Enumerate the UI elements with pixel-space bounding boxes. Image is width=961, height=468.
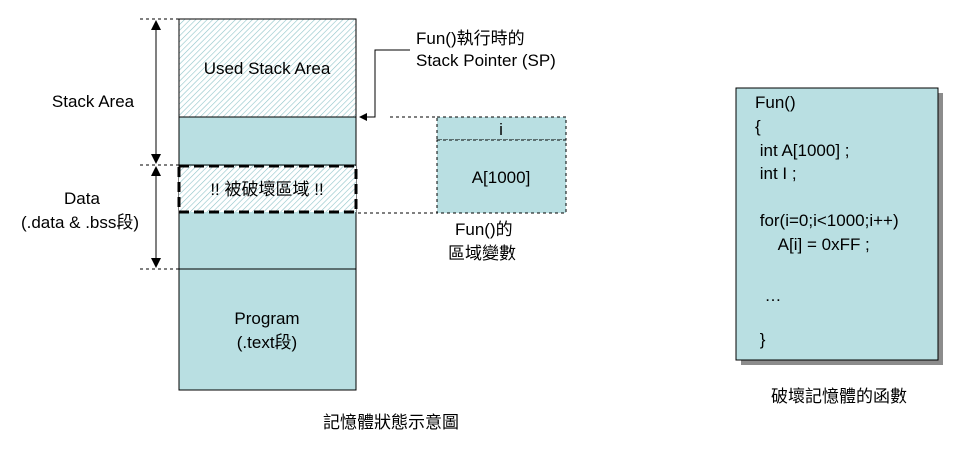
code-line: } [755,330,766,349]
sp-label-line2: Stack Pointer (SP) [416,51,556,70]
code-line: for(i=0;i<1000;i++) [755,211,899,230]
memory-diagram-caption: 記憶體狀態示意圖 [323,413,459,432]
data-label: Data [64,189,100,208]
destroyed-region-label: !! 被破壞區域 !! [210,180,323,199]
local-var-a-label: A[1000] [472,168,531,187]
program-label: Program [234,309,299,328]
used-stack-label: Used Stack Area [204,59,331,78]
local-var-i-label: i [499,120,503,139]
sp-label-line1: Fun()執行時的 [416,29,525,48]
program-sublabel: (.text段) [237,333,297,352]
code-box-caption: 破壞記憶體的函數 [771,387,907,406]
code-line: … [755,286,781,305]
code-line: Fun() [755,93,796,112]
stack-area-arrow-bottom [151,154,161,164]
stack-area-label: Stack Area [52,92,135,111]
locals-caption-line2: 區域變數 [448,244,516,263]
code-line: A[i] = 0xFF ; [755,235,870,254]
code-line: int A[1000] ; [755,141,850,160]
program-area [178,268,357,391]
sp-arrow [359,49,410,121]
free-stack-area [178,116,357,166]
local-var-a-box [436,139,567,214]
data-arrow-top [151,166,161,176]
data-arrow-bottom [151,258,161,268]
destroyed-region [177,164,358,214]
code-lines: Fun() { int A[1000] ; int I ; for(i=0;i<… [755,93,899,349]
data-sublabel: (.data & .bss段) [21,213,139,232]
used-stack-area [178,18,357,118]
stack-area-arrow-top [151,20,161,30]
locals-caption-line1: Fun()的 [455,220,513,239]
code-line: { [755,117,761,136]
code-box [735,87,939,361]
code-line: int I ; [755,164,797,183]
